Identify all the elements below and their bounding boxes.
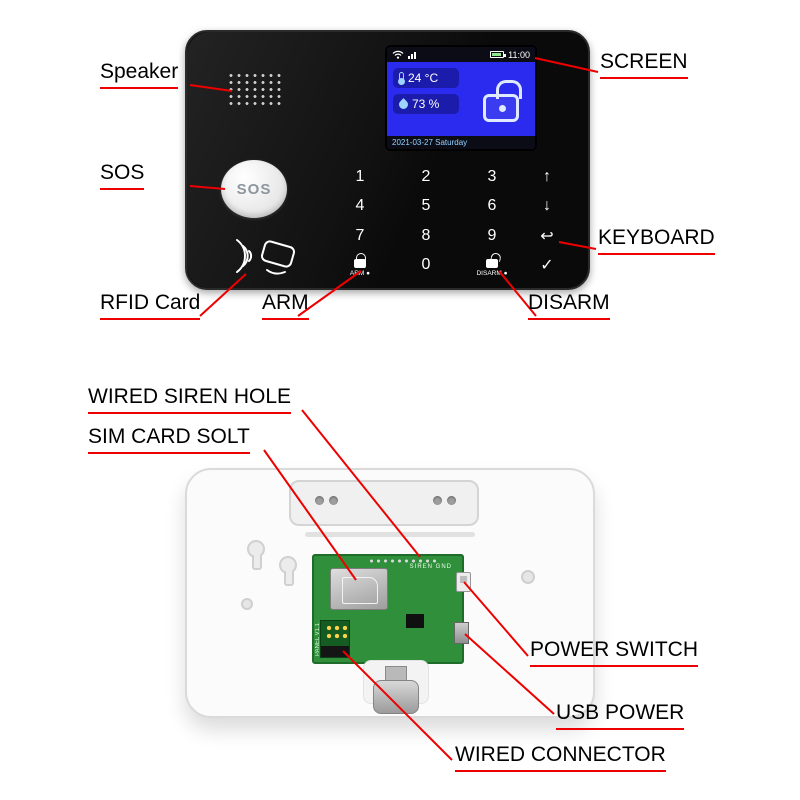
label-arm: ARM bbox=[262, 291, 309, 320]
arrow-down-key: ↓ bbox=[543, 197, 551, 215]
key-6: 6 bbox=[487, 197, 497, 215]
sos-button: SOS bbox=[221, 160, 287, 218]
screen-time: 11:00 bbox=[508, 49, 530, 60]
screen-date: 2021-03-27 Saturday bbox=[387, 136, 535, 149]
key-8: 8 bbox=[421, 226, 431, 244]
disarm-key: DISARM ● bbox=[476, 254, 508, 277]
mounting-keyhole bbox=[279, 556, 297, 586]
key-9: 9 bbox=[487, 226, 497, 244]
temperature-readout: 24 °C bbox=[393, 68, 459, 88]
wired-connector-block bbox=[320, 620, 350, 658]
bracket-screw-hole bbox=[433, 496, 442, 505]
label-rfid-card: RFID Card bbox=[100, 291, 201, 320]
key-4: 4 bbox=[355, 197, 365, 215]
disarmed-status-lock-icon bbox=[483, 80, 522, 122]
alarm-panel-front: SOS bbox=[185, 30, 590, 290]
label-screen: SCREEN bbox=[600, 50, 688, 79]
lock-closed-icon bbox=[354, 252, 366, 268]
confirm-key: ✓ bbox=[540, 257, 554, 275]
label-sos: SOS bbox=[100, 161, 145, 190]
bracket-screw-hole bbox=[315, 496, 324, 505]
speaker-grill bbox=[227, 72, 281, 108]
mounting-keyhole bbox=[247, 540, 265, 570]
thermometer-icon bbox=[398, 72, 405, 85]
lock-open-icon bbox=[485, 258, 498, 268]
key-1: 1 bbox=[355, 167, 365, 185]
sim-card-slot bbox=[330, 568, 388, 610]
key-7: 7 bbox=[355, 226, 365, 244]
keypad: 1 2 3 4 5 6 7 8 9 ARM ● 0 DISARM ● bbox=[327, 162, 525, 280]
label-speaker: Speaker bbox=[100, 60, 179, 89]
bracket-screw-hole bbox=[447, 496, 456, 505]
case-hole bbox=[521, 570, 535, 584]
usb-plug-body bbox=[373, 680, 419, 714]
case-hole bbox=[241, 598, 253, 610]
back-key: ↩ bbox=[540, 227, 554, 245]
siren-wire-holes bbox=[368, 558, 440, 564]
key-0: 0 bbox=[421, 256, 431, 274]
humidity-drop-icon bbox=[397, 97, 410, 111]
keypad-nav-column: ↑ ↓ ↩ ✓ bbox=[525, 162, 569, 280]
label-keyboard: KEYBOARD bbox=[598, 226, 715, 255]
connector-pins bbox=[325, 624, 347, 642]
bracket-screw-hole bbox=[329, 496, 338, 505]
bracket-rail-slot bbox=[305, 532, 475, 537]
pcb-siren-label: SIREN GND bbox=[409, 564, 452, 570]
temperature-value: 24 °C bbox=[408, 71, 439, 85]
signal-icon bbox=[408, 51, 416, 59]
label-sim-card-slot: SIM CARD SOLT bbox=[88, 425, 250, 454]
wifi-icon bbox=[392, 50, 404, 59]
battery-icon bbox=[490, 51, 507, 58]
rfid-reader-icon bbox=[227, 232, 301, 285]
humidity-value: 73 % bbox=[412, 97, 440, 111]
pcb-version-label: PANEL V1.1 bbox=[315, 622, 321, 656]
humidity-readout: 73 % bbox=[393, 94, 459, 114]
lcd-screen: 11:00 24 °C 73 % 2021-03-27 Saturday bbox=[387, 47, 535, 149]
key-2: 2 bbox=[421, 167, 431, 185]
usb-power-port bbox=[454, 622, 469, 644]
label-power-switch: POWER SWITCH bbox=[530, 638, 698, 667]
arm-key-label: ARM ● bbox=[349, 269, 371, 277]
power-switch bbox=[456, 572, 471, 592]
pcb-chip bbox=[406, 614, 424, 628]
arrow-up-key: ↑ bbox=[543, 167, 551, 185]
label-usb-power: USB POWER bbox=[556, 701, 685, 730]
label-wired-siren-hole: WIRED SIREN HOLE bbox=[88, 385, 292, 414]
label-disarm: DISARM bbox=[528, 291, 610, 320]
key-3: 3 bbox=[487, 167, 497, 185]
screen-main-area: 24 °C 73 % bbox=[387, 62, 535, 136]
screen-status-bar: 11:00 bbox=[387, 47, 535, 62]
wall-mount-bracket bbox=[289, 480, 479, 526]
disarm-key-label: DISARM ● bbox=[476, 269, 508, 277]
arm-key: ARM ● bbox=[349, 252, 371, 277]
alarm-panel-back: SIREN GND PANEL V1.1 bbox=[185, 468, 595, 718]
label-wired-connector: WIRED CONNECTOR bbox=[455, 743, 666, 772]
main-pcb: SIREN GND PANEL V1.1 bbox=[312, 554, 471, 664]
sos-button-label: SOS bbox=[236, 180, 272, 198]
key-5: 5 bbox=[421, 197, 431, 215]
